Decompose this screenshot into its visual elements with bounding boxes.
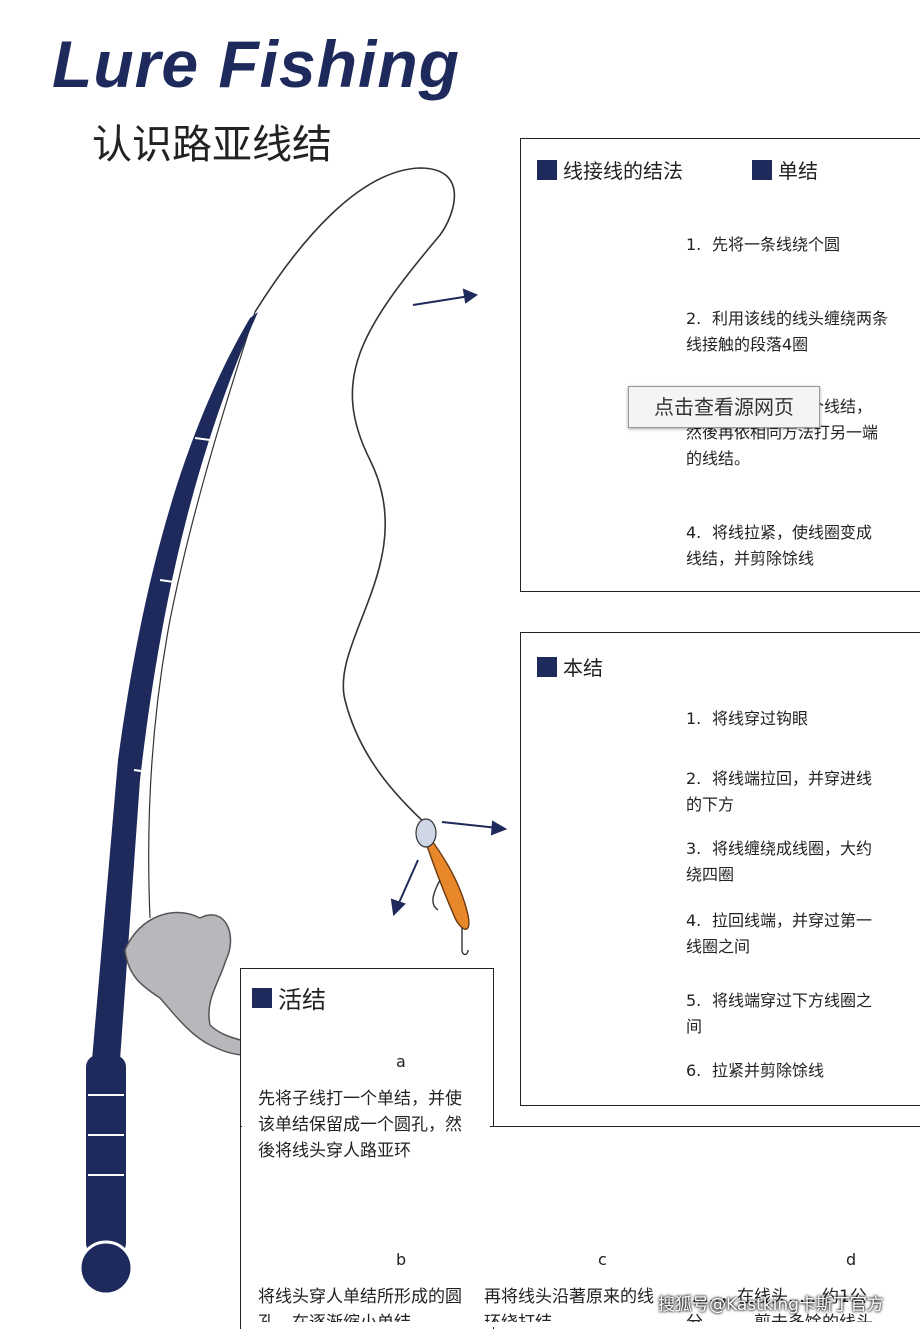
square-bullet-icon (252, 987, 272, 1008)
rod-butt-cap (78, 1240, 134, 1296)
square-bullet-icon (537, 159, 557, 180)
slip-knot-caption: 将线头穿人单结所形成的圆孔，在逐渐缩小单结 (258, 1287, 462, 1322)
knot-step: 2.利用该线的线头缠绕两条线接触的段落4圈 (686, 309, 889, 354)
knot-step: 3.将线缠绕成线圈，大约绕四圈 (686, 839, 873, 884)
step-letter: a (396, 1052, 406, 1071)
lure-icon (415, 818, 470, 956)
knot-step: 2.将线端拉回，并穿进线的下方 (686, 769, 873, 814)
arrow-icon (390, 859, 419, 917)
section-heading: 线接线的结法 (537, 155, 683, 184)
arrow-icon (412, 288, 479, 306)
heading-text: 线接线的结法 (563, 159, 683, 183)
square-bullet-icon (537, 656, 557, 677)
knot-step: 1.将线穿过钩眼 (686, 709, 809, 728)
rod-guide-line (148, 311, 256, 919)
panel-cover (242, 1120, 490, 1130)
watermark: 搜狐号@Kastking卡斯丁官方 (658, 1295, 884, 1315)
slip-knot-panel-extension (240, 1126, 920, 1327)
step-letter: b (396, 1250, 407, 1269)
section-subheading: 单结 (752, 155, 818, 184)
subtitle: 认识路亚线结 (92, 122, 332, 168)
line-to-line-panel (520, 138, 920, 592)
slip-knot-caption: 再将线头沿著原来的线环绕打结 (484, 1287, 654, 1322)
slip-knot-caption: 先将子线打一个单结，并使该单结保留成一个圆孔，然後将线头穿人路亚环 (258, 1089, 462, 1161)
hon-knot-panel (520, 632, 920, 1106)
rod-guide (194, 437, 211, 441)
section-heading: 活结 (252, 980, 326, 1015)
fishing-rod (92, 312, 258, 1060)
step-letter: d (846, 1250, 857, 1269)
section-heading: 本结 (537, 652, 603, 681)
rod-handle (86, 1055, 126, 1255)
knot-step: 5.将线端穿过下方线圈之间 (686, 991, 873, 1036)
step-letter: c (598, 1250, 607, 1269)
subheading-text: 单结 (778, 159, 818, 183)
heading-text: 本结 (563, 656, 603, 680)
slip-knot-caption: ……，在线头……约1公分，……剪去多馀的线头 (686, 1287, 873, 1322)
knot-step: 4.拉回线端，并穿过第一线圈之间 (686, 911, 873, 956)
rod-guide (159, 579, 175, 583)
fishing-line (254, 167, 456, 827)
spinning-reel (124, 911, 264, 1056)
main-title: Lure Fishing (52, 27, 460, 101)
knot-step: 1.先将一条线绕个圆 (686, 235, 841, 254)
arrow-icon (441, 820, 508, 836)
rod-guide (133, 769, 149, 773)
view-source-popup[interactable]: 点击查看源网页 (628, 386, 820, 428)
square-bullet-icon (752, 159, 772, 180)
knot-step: 6.拉紧并剪除馀线 (686, 1061, 825, 1080)
knot-step: 4.将线拉紧，使线圈变成线结，并剪除馀线 (686, 523, 873, 568)
heading-text: 活结 (278, 986, 326, 1014)
